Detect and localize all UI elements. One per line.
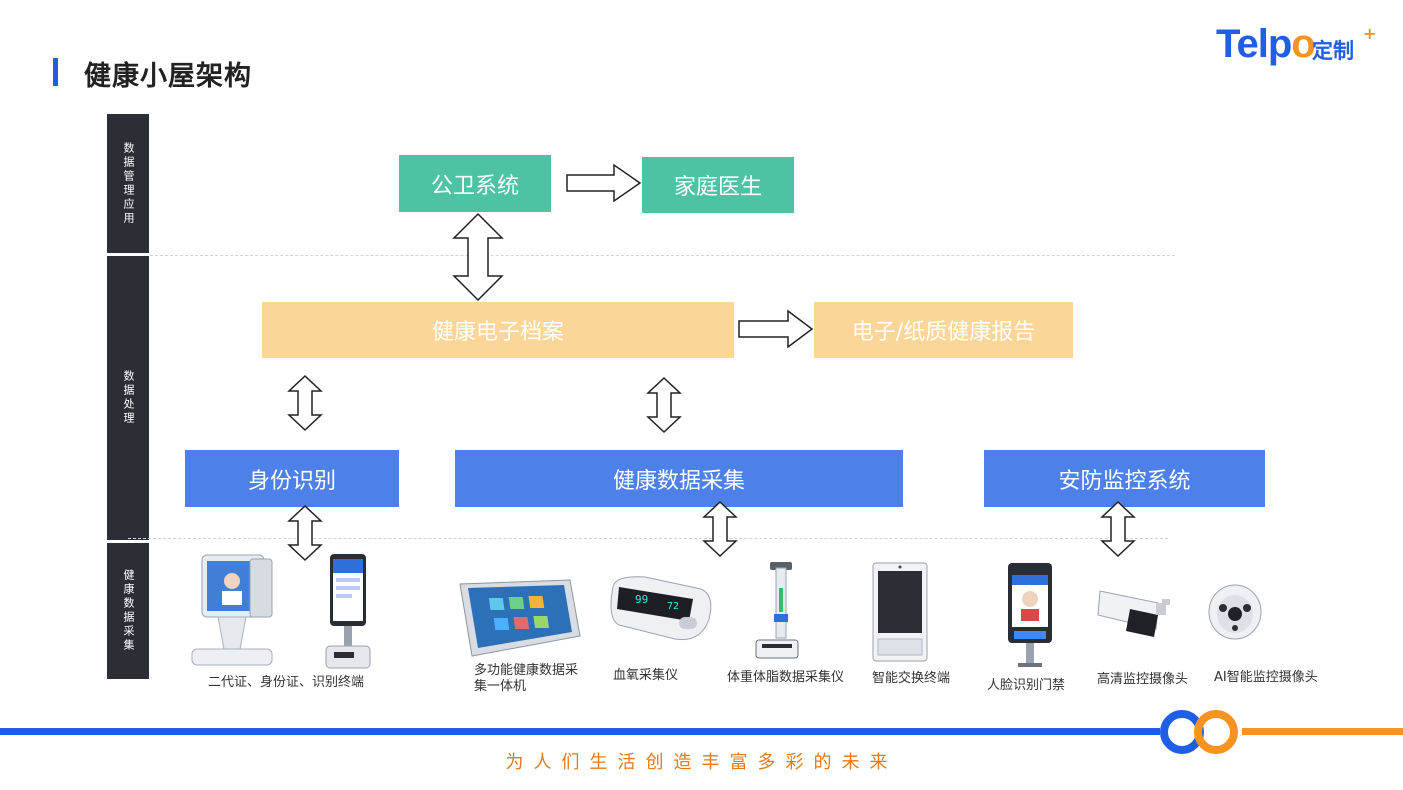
title-accent-bar <box>53 58 58 86</box>
logo-cn: 定制 <box>1312 39 1354 63</box>
node-ehr: 健康电子档案 <box>262 302 734 358</box>
double-arrow-vertical-icon <box>1100 500 1136 558</box>
footer-line-blue <box>0 728 1160 735</box>
height-weight-scale-icon <box>755 562 799 659</box>
oximeter-spo2: 99 <box>635 593 648 606</box>
dome-camera-icon <box>1208 584 1262 640</box>
label-ai-camera: AI智能监控摄像头 <box>1214 670 1318 685</box>
double-arrow-vertical-icon <box>287 374 323 432</box>
node-public-health: 公卫系统 <box>399 155 551 212</box>
logo-plus: + <box>1363 24 1377 43</box>
label-exchange-terminal: 智能交换终端 <box>872 671 951 686</box>
double-arrow-vertical-icon <box>452 212 504 302</box>
pulse-oximeter-icon: 99 72 <box>610 576 712 641</box>
id-kiosk-terminal-icon <box>325 554 371 669</box>
bullet-camera-icon <box>1097 590 1170 637</box>
layer-label-management: 数据管理应用 <box>107 114 149 253</box>
node-health-collection: 健康数据采集 <box>455 450 903 507</box>
double-arrow-vertical-icon <box>702 500 738 558</box>
layer-label-collection: 健康数据采集 <box>107 543 149 679</box>
double-arrow-vertical-icon <box>646 376 682 434</box>
label-multi-collector: 多功能健康数据采集一体机 <box>474 663 579 694</box>
logo-o: o <box>1291 22 1315 66</box>
smart-exchange-terminal-icon <box>872 562 928 662</box>
double-arrow-vertical-icon <box>287 504 323 562</box>
label-face-gate: 人脸识别门禁 <box>987 678 1066 693</box>
footer-line-orange <box>1242 728 1403 735</box>
layer-divider-bottom <box>128 538 1168 539</box>
arrow-right-icon <box>738 309 814 349</box>
brand-infinity-icon <box>1160 710 1238 754</box>
dual-screen-terminal-icon <box>191 554 273 666</box>
node-report: 电子/纸质健康报告 <box>814 302 1073 358</box>
label-oximeter: 血氧采集仪 <box>613 668 679 683</box>
tablet-collector-icon <box>459 579 581 657</box>
label-id-terminal: 二代证、身份证、识别终端 <box>208 675 365 690</box>
arrow-right-icon <box>566 163 642 203</box>
brand-logo: Telpo 定制 + <box>1216 22 1376 66</box>
node-identity: 身份识别 <box>185 450 399 507</box>
layer-label-processing: 数据处理 <box>107 256 149 540</box>
page-title: 健康小屋架构 <box>84 61 252 92</box>
layer-divider-top <box>150 255 1175 256</box>
oximeter-pr: 72 <box>667 601 679 612</box>
logo-prefix: Telp <box>1216 22 1292 66</box>
node-security: 安防监控系统 <box>984 450 1265 507</box>
face-recognition-gate-icon <box>1008 563 1052 667</box>
node-family-doctor: 家庭医生 <box>642 157 794 213</box>
label-body-scale: 体重体脂数据采集仪 <box>727 670 845 685</box>
label-hd-camera: 高清监控摄像头 <box>1097 672 1189 687</box>
footer-slogan: 为人们生活创造丰富多彩的未来 <box>505 752 898 773</box>
